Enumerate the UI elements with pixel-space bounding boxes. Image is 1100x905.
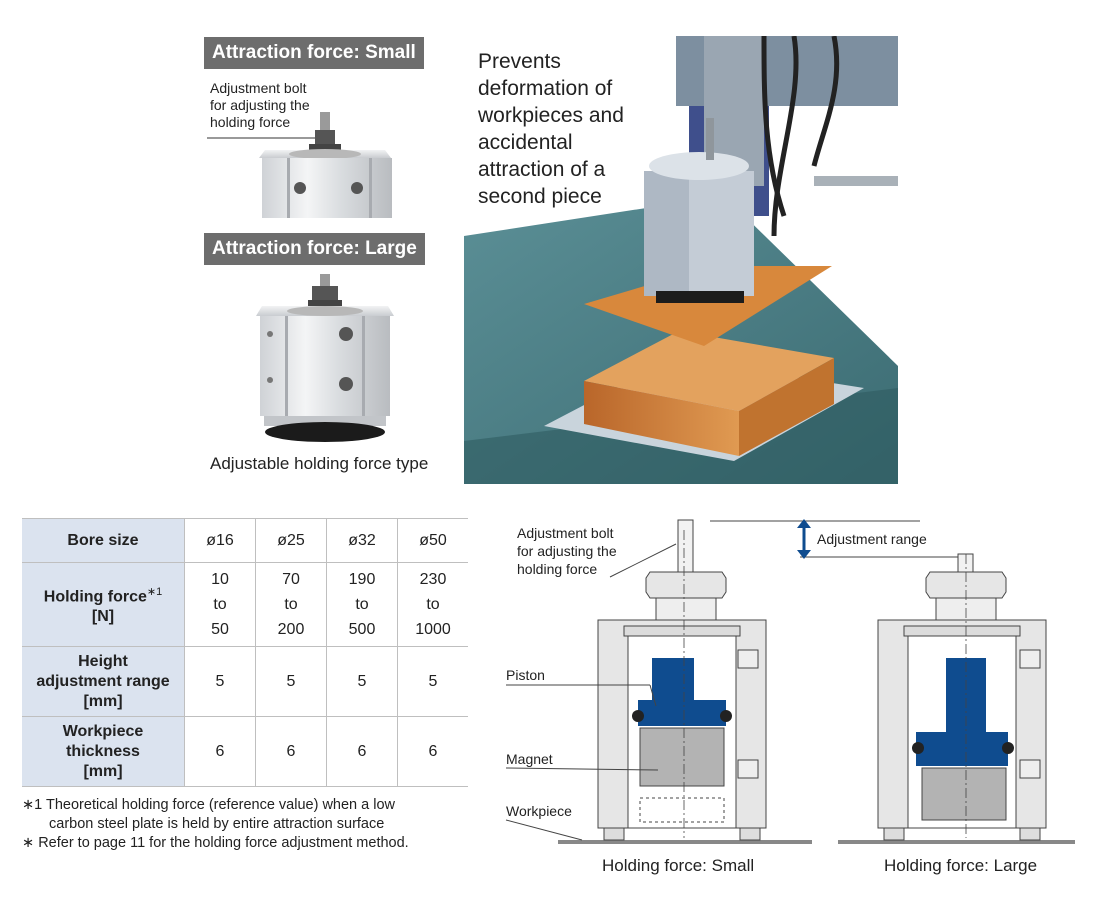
hero-line-2: deformation of: [478, 77, 613, 100]
value-line: 200: [277, 621, 305, 638]
piston-label: Piston: [506, 667, 545, 683]
cross-section-diagram: [505, 519, 1075, 844]
value-cell: 5: [255, 646, 327, 717]
value-line: to: [284, 596, 298, 613]
label-line: Height: [78, 652, 128, 670]
value-cell: 6: [326, 716, 398, 787]
hero-line-1: Prevents: [478, 50, 561, 73]
magnet-label: Magnet: [506, 751, 553, 767]
value-line: to: [426, 596, 440, 613]
bolt-note-line-2: for adjusting the: [210, 97, 310, 113]
footnote-1: ∗1 Theoretical holding force (reference …: [22, 796, 409, 815]
value-cell: 6: [255, 716, 327, 787]
value-line: 500: [348, 621, 376, 638]
hero-line-6: second piece: [478, 185, 602, 208]
hero-line-4: accidental: [478, 131, 573, 154]
footnote-2-text: Refer to page 11 for the holding force a…: [38, 835, 409, 851]
product-photo-large: [256, 274, 394, 442]
product-photo-small: [207, 112, 392, 218]
diagram-bolt-line-3: holding force: [517, 561, 598, 577]
value-line: to: [355, 596, 369, 613]
footnote-1-line-1: Theoretical holding force (reference val…: [46, 797, 395, 813]
hero-line-3: workpieces and: [478, 104, 624, 127]
product-caption: Adjustable holding force type: [210, 454, 429, 473]
bolt-note-line-3: holding force: [210, 114, 291, 130]
bore-cell: ø32: [326, 518, 398, 563]
value-line: 10: [211, 571, 229, 588]
table-row: Bore size ø16 ø25 ø32 ø50: [22, 518, 468, 563]
footnote-2: ∗ Refer to page 11 for the holding force…: [22, 834, 409, 853]
label-line: [mm]: [83, 692, 123, 710]
caption-holding-small: Holding force: Small: [602, 856, 755, 875]
footnotes: ∗1 Theoretical holding force (reference …: [22, 796, 409, 853]
value-cell: 70 to 200: [255, 562, 327, 647]
label-line: thickness: [66, 742, 140, 760]
header-workpiece-thickness: Workpiece thickness [mm]: [22, 716, 185, 787]
value-cell: 5: [397, 646, 468, 717]
diagram-unit-large: [877, 553, 1047, 841]
value-cell: 5: [184, 646, 256, 717]
label-line: [N]: [91, 608, 115, 626]
application-scene: [464, 36, 898, 484]
diagram-bolt-line-1: Adjustment bolt: [517, 525, 614, 541]
value-line: 230: [419, 571, 447, 588]
table-row: Workpiece thickness [mm] 6 6 6 6: [22, 716, 468, 787]
bore-cell: ø25: [255, 518, 327, 563]
footnote-1-mark: ∗1: [22, 797, 43, 813]
workpiece-label: Workpiece: [506, 803, 572, 819]
bore-cell: ø16: [184, 518, 256, 563]
label-line: Holding force: [43, 588, 147, 606]
footnote-2-mark: ∗: [22, 835, 35, 851]
spec-table: Bore size ø16 ø25 ø32 ø50 Holding force∗…: [22, 518, 468, 787]
value-line: 50: [211, 621, 229, 638]
footnote-1-line-2: carbon steel plate is held by entire att…: [49, 816, 385, 832]
table-row: Holding force∗1 [N] 10 to 50 70 to 200 1…: [22, 562, 468, 647]
label-line: adjustment range: [36, 672, 170, 690]
value-cell: 5: [326, 646, 398, 717]
value-cell: 10 to 50: [184, 562, 256, 647]
header-height-adjustment: Height adjustment range [mm]: [22, 646, 185, 717]
badge-attraction-small: Attraction force: Small: [204, 37, 424, 69]
diagram-bolt-label: Adjustment bolt for adjusting the holdin…: [517, 524, 617, 578]
badge-attraction-large: Attraction force: Large: [204, 233, 425, 265]
value-line: 190: [348, 571, 376, 588]
header-holding-force: Holding force∗1 [N]: [22, 562, 185, 647]
footnote-mark: ∗1: [146, 585, 163, 598]
diagram-bolt-line-2: for adjusting the: [517, 543, 617, 559]
value-cell: 230 to 1000: [397, 562, 468, 647]
table-row: Height adjustment range [mm] 5 5 5 5: [22, 646, 468, 717]
diagram-unit-small: [597, 519, 767, 841]
header-bore-size: Bore size: [22, 518, 185, 563]
value-line: to: [213, 596, 227, 613]
value-cell: 6: [397, 716, 468, 787]
hero-line-5: attraction of a: [478, 158, 606, 181]
label-line: [mm]: [83, 762, 123, 780]
adjustment-range-label: Adjustment range: [817, 531, 927, 547]
caption-holding-large: Holding force: Large: [884, 856, 1038, 875]
value-cell: 6: [184, 716, 256, 787]
bore-cell: ø50: [397, 518, 468, 563]
label-line: Workpiece: [62, 722, 144, 740]
hero-text: Prevents deformation of workpieces and a…: [478, 48, 678, 210]
value-line: 70: [282, 571, 300, 588]
bolt-note-line-1: Adjustment bolt: [210, 80, 307, 96]
bolt-note: Adjustment bolt for adjusting the holdin…: [210, 80, 310, 131]
value-line: 1000: [415, 621, 451, 638]
value-cell: 190 to 500: [326, 562, 398, 647]
